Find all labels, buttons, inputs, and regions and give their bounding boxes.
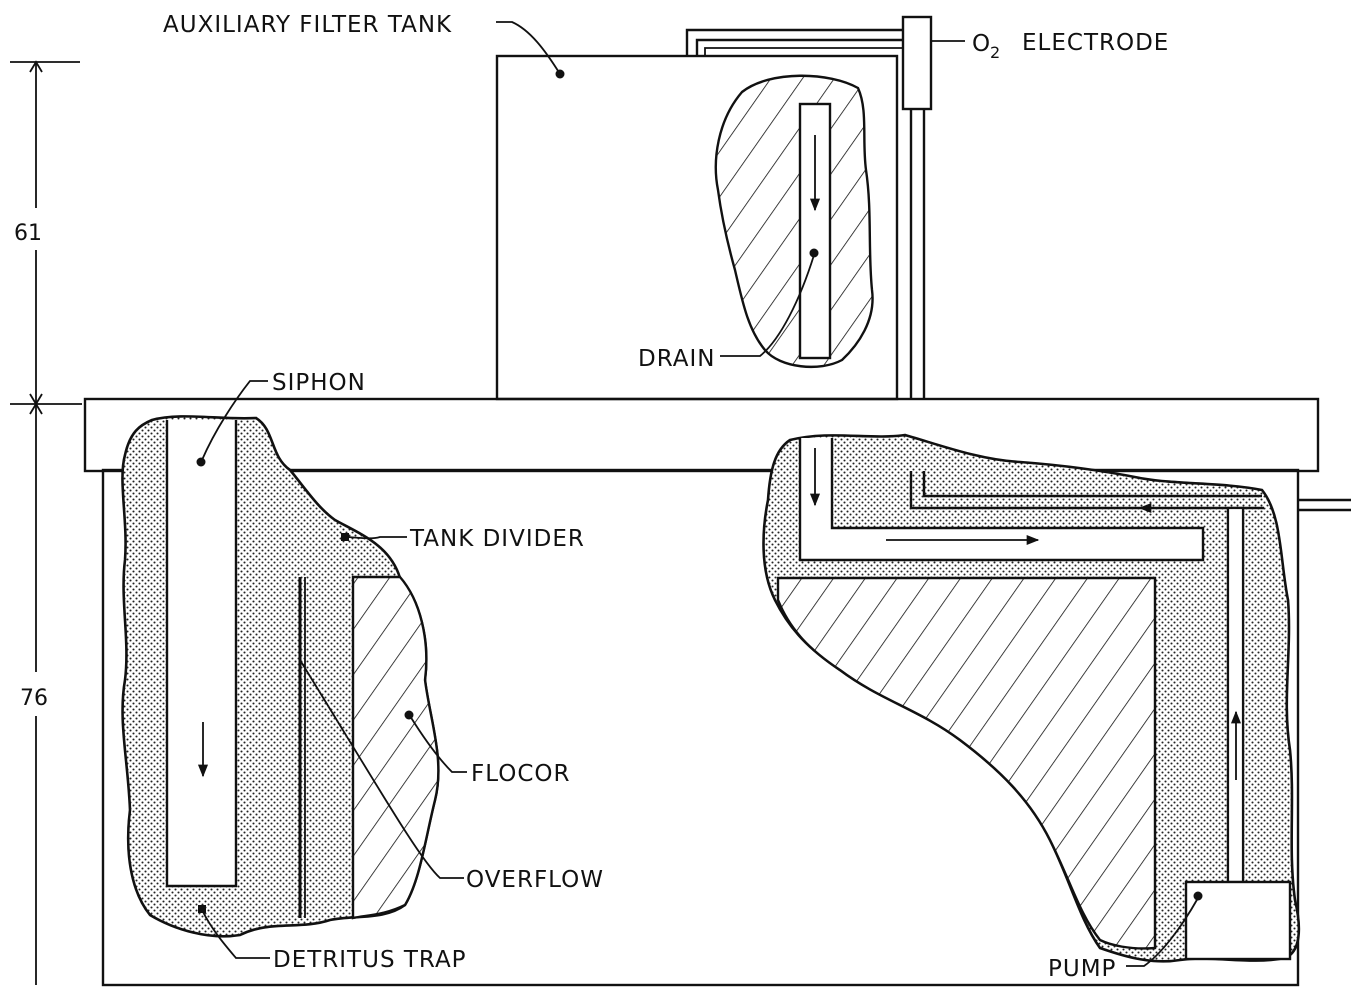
right-cutaway [762,433,1301,963]
label-pump: PUMP [1048,956,1116,982]
aux-tank-cutaway [714,74,874,369]
dimension-lower: 76 [20,686,48,711]
label-siphon: SIPHON [272,370,366,396]
leader-lines [201,21,1199,967]
auxiliary-filter-tank [495,54,899,401]
pump-box [1184,880,1292,961]
o2-electrode [685,15,933,399]
label-tank-divider: TANK DIVIDER [409,526,585,552]
label-o2-prefix: O [972,31,991,57]
siphon-tube [165,420,238,888]
label-o2-electrode: ELECTRODE [1022,30,1169,56]
label-flocor: FLOCOR [471,761,570,787]
tank-lid [83,397,1320,473]
main-tank [83,397,1351,987]
dimension-lines [10,60,82,985]
label-auxiliary-filter-tank: AUXILIARY FILTER TANK [163,12,452,38]
dimension-upper: 61 [14,221,42,246]
label-overflow: OVERFLOW [466,867,604,893]
label-detritus-trap: DETRITUS TRAP [273,947,467,973]
label-o2-subscript: 2 [990,43,1001,62]
return-channel [798,438,1205,562]
label-drain: DRAIN [638,346,715,372]
left-cutaway [121,415,440,938]
